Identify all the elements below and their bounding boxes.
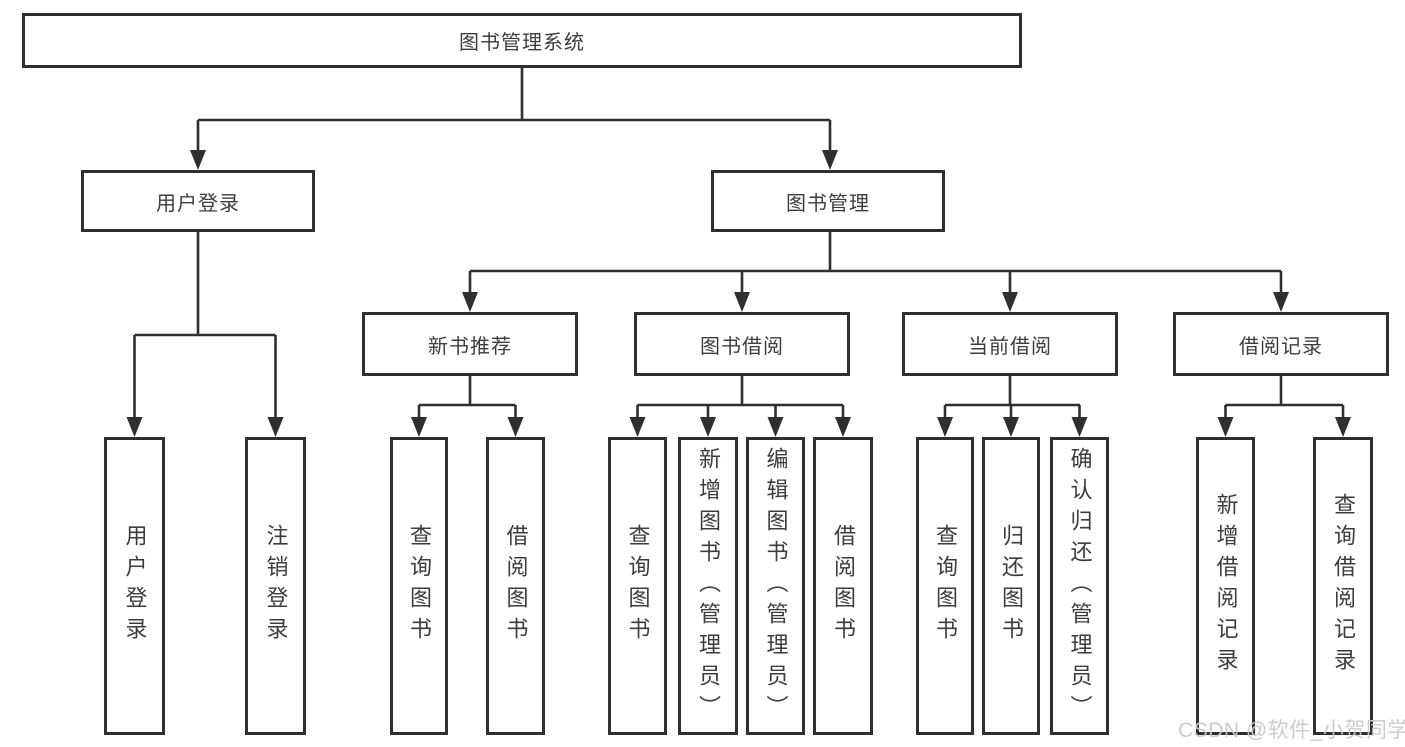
node-current-borrow: 当前借阅 [902, 312, 1118, 376]
arrowhead [767, 417, 784, 437]
node-leaf-query-books-recommend: 查询图书 [390, 437, 448, 735]
node-book-management: 图书管理 [711, 170, 945, 232]
arrowhead [507, 417, 524, 437]
node-leaf-edit-book-admin: 编辑图书（管理员） [746, 437, 805, 735]
arrowhead [734, 292, 750, 312]
arrowhead [1003, 417, 1019, 437]
csdn-watermark: CSDN @软件_小贺同学 [1178, 719, 1405, 742]
arrowhead [822, 150, 838, 170]
node-leaf-logout: 注销登录 [245, 437, 306, 735]
node-new-book-recommend: 新书推荐 [362, 312, 578, 376]
node-leaf-query-books-borrow: 查询图书 [608, 437, 667, 735]
arrowhead [1217, 417, 1234, 437]
tree-edges [133, 68, 1345, 421]
node-book-borrow: 图书借阅 [634, 312, 850, 376]
node-root: 图书管理系统 [22, 13, 1022, 68]
arrowhead [1273, 292, 1289, 312]
arrowhead [1002, 292, 1018, 312]
arrowhead [190, 150, 206, 170]
arrowhead [937, 417, 953, 437]
arrowhead [1335, 417, 1351, 437]
node-leaf-query-books-current: 查询图书 [916, 437, 974, 735]
node-leaf-query-borrow-record: 查询借阅记录 [1313, 437, 1373, 735]
node-leaf-add-borrow-record: 新增借阅记录 [1196, 437, 1255, 735]
node-leaf-user-login: 用户登录 [104, 437, 165, 735]
node-leaf-return-book: 归还图书 [982, 437, 1040, 735]
arrowhead [835, 417, 851, 437]
arrowhead [411, 417, 427, 437]
node-leaf-add-book-admin: 新增图书（管理员） [678, 437, 738, 735]
arrowhead [700, 417, 716, 437]
node-leaf-borrow-books-recommend: 借阅图书 [486, 437, 545, 735]
arrowhead [1071, 417, 1088, 437]
node-leaf-borrow-books-borrow: 借阅图书 [813, 437, 873, 735]
node-user-login: 用户登录 [81, 170, 315, 232]
node-leaf-confirm-return-admin: 确认归还（管理员） [1050, 437, 1109, 735]
arrowhead [267, 417, 284, 437]
arrowhead [462, 292, 478, 312]
arrowhead [126, 417, 143, 437]
arrowhead [629, 417, 646, 437]
node-borrow-records: 借阅记录 [1173, 312, 1389, 376]
